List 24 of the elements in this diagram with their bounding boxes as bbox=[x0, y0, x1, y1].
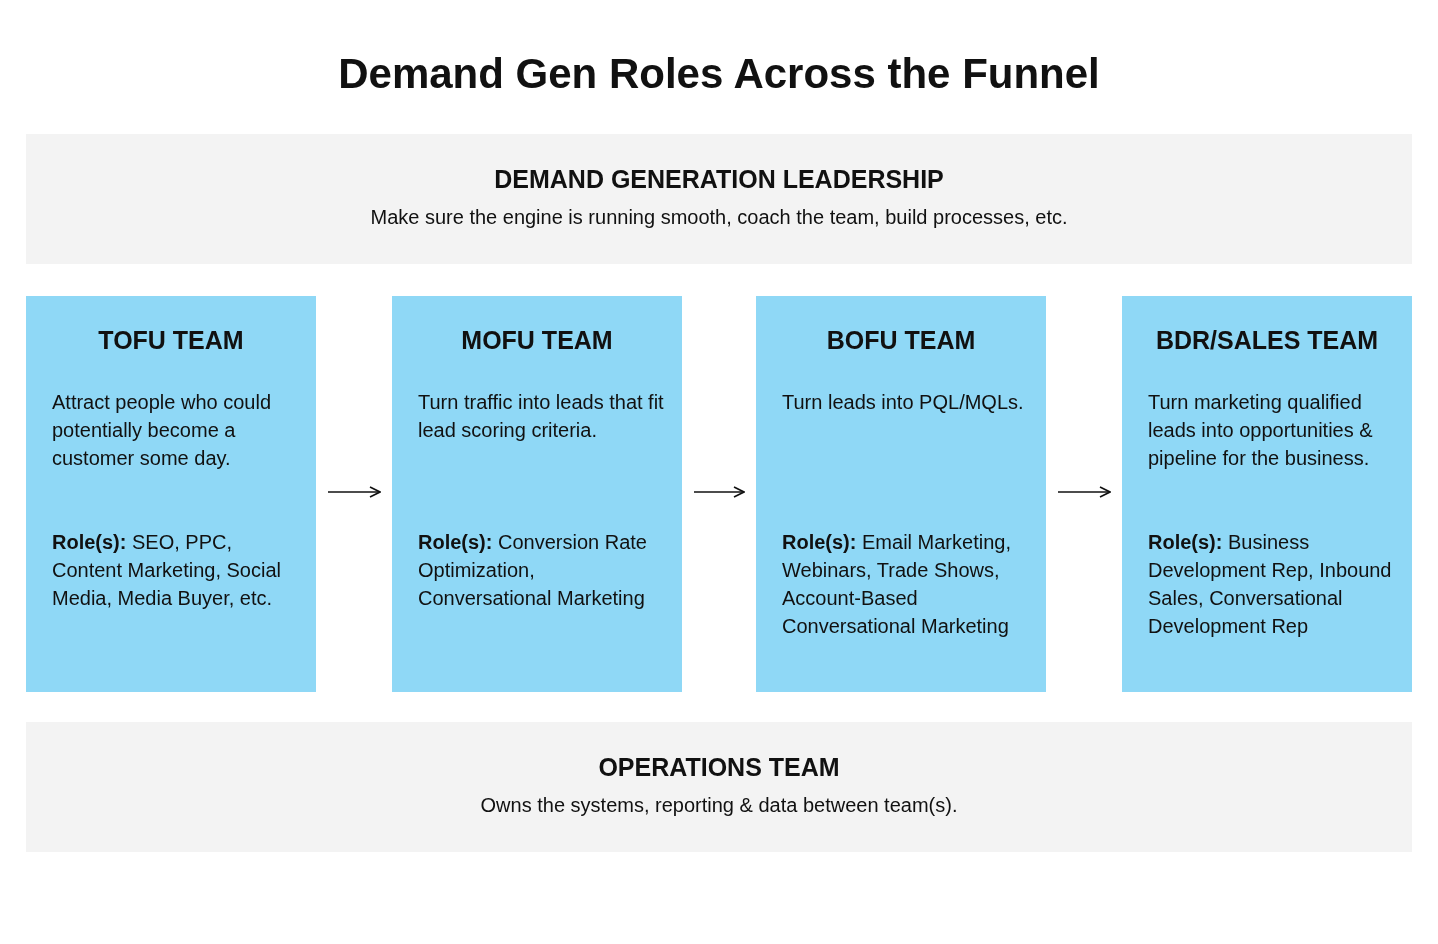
team-roles: Role(s): Conversion Rate Optimization, Conversational Marketing bbox=[418, 530, 648, 611]
team-description: Turn leads into PQL/MQLs. bbox=[782, 390, 1025, 415]
band-heading: DEMAND GENERATION LEADERSHIP bbox=[493, 165, 945, 194]
arrow bbox=[1057, 486, 1111, 498]
diagram-title: Demand Gen Roles Across the Funnel bbox=[337, 50, 1101, 98]
arrow bbox=[327, 486, 381, 498]
band-description: Make sure the engine is running smooth, coach the team, build processes, etc. bbox=[369, 206, 1069, 229]
band-description: Owns the systems, reporting & data between team(s). bbox=[479, 794, 959, 817]
team-card bbox=[1122, 296, 1412, 692]
team-card bbox=[392, 296, 682, 692]
arrow bbox=[693, 486, 745, 498]
team-roles: Role(s): SEO, PPC, Content Marketing, Social Media, Media Buyer, etc. bbox=[52, 530, 282, 611]
team-card bbox=[26, 296, 316, 692]
team-roles: Role(s): Business Development Rep, Inbound Sales, Conversational Development Rep bbox=[1148, 530, 1393, 639]
band-heading: OPERATIONS TEAM bbox=[597, 753, 841, 782]
team-description: Attract people who could potentially become a customer some day. bbox=[52, 390, 273, 471]
team-description: Turn traffic into leads that fit lead scoring criteria. bbox=[418, 390, 664, 443]
team-heading: MOFU TEAM bbox=[460, 326, 614, 355]
team-heading: BDR/SALES TEAM bbox=[1154, 326, 1380, 355]
team-description: Turn marketing qualified leads into opportunities & pipeline for the business. bbox=[1148, 390, 1374, 471]
team-roles: Role(s): Email Marketing, Webinars, Trade Shows, Account-Based Conversational Marketing bbox=[782, 530, 1012, 639]
team-heading: BOFU TEAM bbox=[825, 326, 977, 355]
team-card bbox=[756, 296, 1046, 692]
team-heading: TOFU TEAM bbox=[97, 326, 245, 355]
